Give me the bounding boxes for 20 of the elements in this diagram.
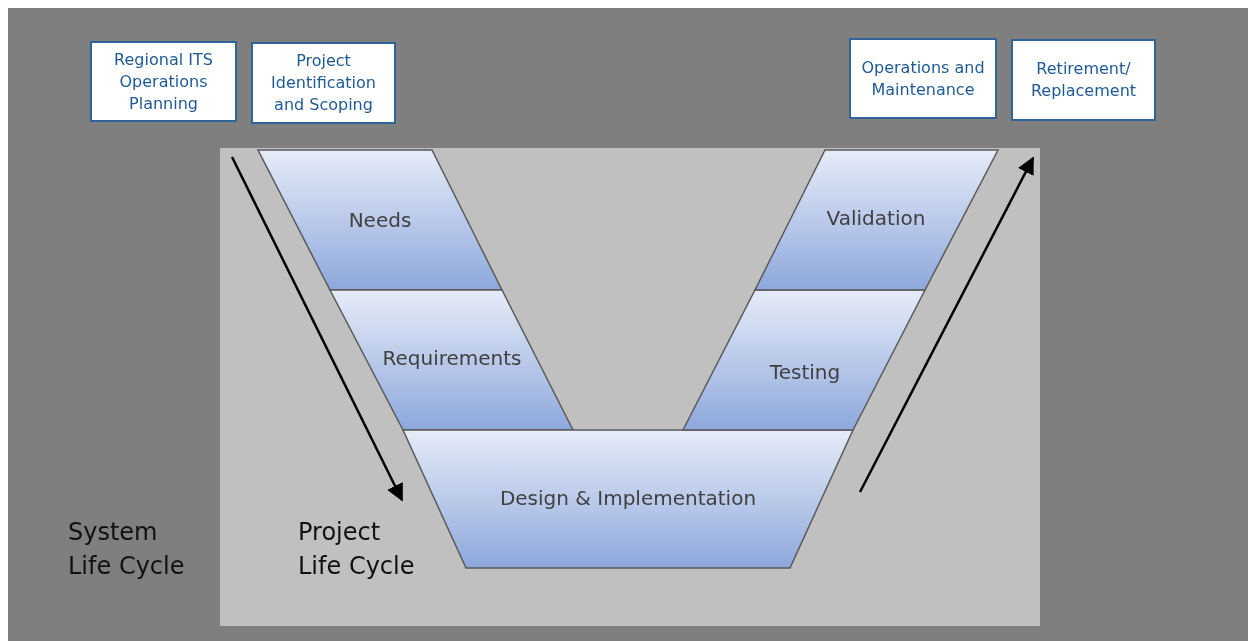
phase-label: Design & Implementation: [499, 486, 757, 510]
stage-box: [90, 41, 237, 122]
panel: [220, 148, 1040, 626]
phase-shape: [330, 290, 573, 430]
stage-label: Retirement/ Replacement: [1029, 58, 1138, 102]
stage-box: [849, 38, 997, 119]
cycle-label: System Life Cycle: [68, 517, 186, 582]
phase-label: Requirements: [382, 346, 522, 370]
phase-label: Testing: [769, 360, 841, 384]
stage-label: Operations and Maintenance: [860, 56, 986, 101]
stage-box: [251, 42, 396, 124]
phase-shape: [755, 150, 998, 290]
phase-shape: [683, 290, 925, 430]
stage-label: Regional ITS Operations Planning: [113, 48, 214, 115]
panel-title: Project Life Cycle: [298, 517, 416, 582]
phase-label: Validation: [826, 206, 926, 230]
stage-label: Project Identification and Scoping: [270, 50, 377, 116]
phase-shape: [258, 150, 502, 290]
stage-box: [1011, 39, 1156, 121]
phase-label: Needs: [348, 208, 412, 232]
